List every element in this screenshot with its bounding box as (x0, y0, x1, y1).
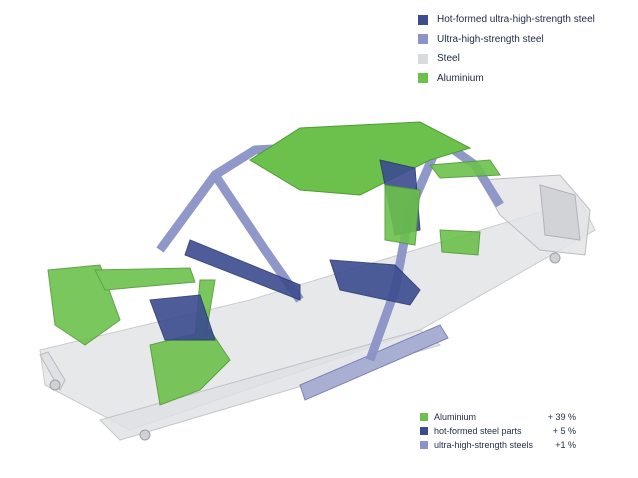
percentage-value: + 5 % (552, 426, 576, 436)
percentage-value: + 39 % (547, 412, 576, 422)
uhss-swatch (418, 34, 428, 45)
rear-section-steel (479, 174, 591, 256)
materials-legend: Hot-formed ultra-high-strength steel Ult… (418, 10, 595, 88)
side-sill-uhss (299, 324, 449, 401)
underbody-steel (39, 199, 596, 441)
percentage-value: +1 % (555, 440, 576, 450)
legend-label: Aluminium (437, 72, 484, 84)
legend-item-steel: Steel (418, 49, 595, 69)
mounting-points (49, 252, 561, 441)
percentage-item-aluminium: Aluminium + 39 % (420, 410, 576, 424)
hot-formed-swatch (420, 427, 428, 435)
rear-aluminium-parts (384, 159, 501, 256)
legend-item-hot-formed: Hot-formed ultra-high-strength steel (418, 10, 595, 30)
legend-label: Ultra-high-strength steel (437, 33, 544, 45)
hot-formed-steel-parts (149, 159, 421, 341)
legend-item-aluminium: Aluminium (418, 69, 595, 89)
steel-swatch (418, 53, 428, 64)
percentage-label: hot-formed steel parts (434, 426, 522, 436)
legend-item-uhss: Ultra-high-strength steel (418, 30, 595, 50)
percentage-item-uhss: ultra-high-strength steels +1 % (420, 438, 576, 452)
aluminium-swatch (418, 73, 428, 84)
uhss-swatch (420, 441, 428, 449)
legend-label: Hot-formed ultra-high-strength steel (437, 14, 595, 26)
percentage-label: ultra-high-strength steels (434, 440, 534, 450)
percentage-legend: Aluminium + 39 % hot-formed steel parts … (420, 410, 576, 452)
percentage-item-hot-formed: hot-formed steel parts + 5 % (420, 424, 576, 438)
legend-label: Steel (437, 53, 460, 65)
roof-panel-aluminium (249, 121, 472, 196)
aluminium-swatch (420, 413, 428, 421)
percentage-label: Aluminium (434, 412, 477, 422)
hot-formed-swatch (418, 14, 428, 25)
